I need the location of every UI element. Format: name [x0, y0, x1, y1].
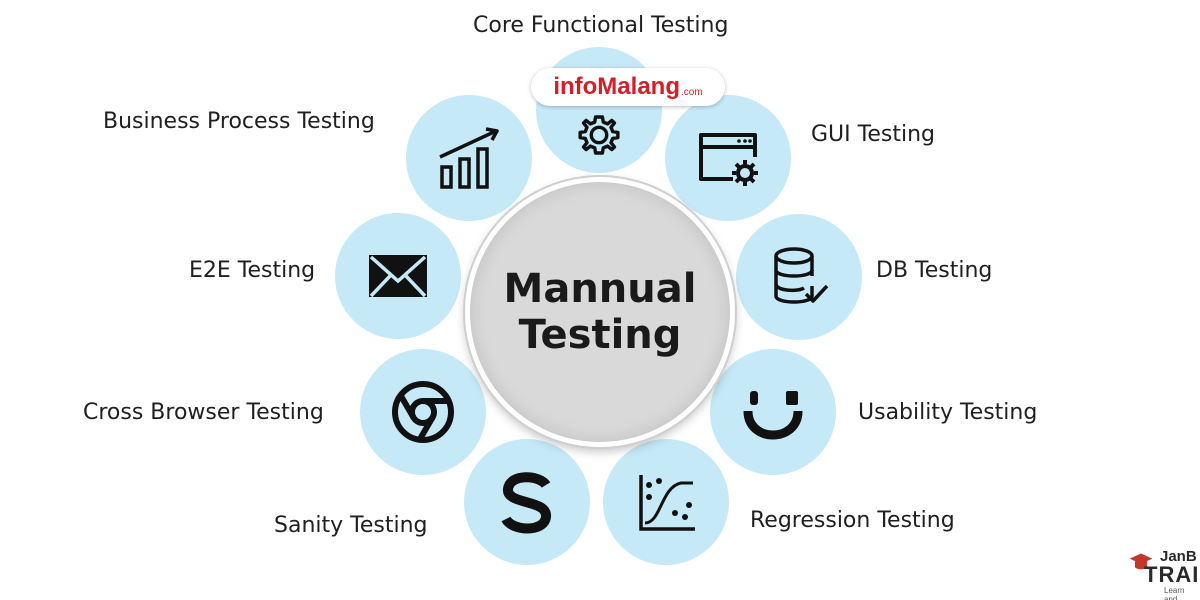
node-gui	[662, 92, 794, 224]
node-core-functional	[533, 44, 665, 176]
node-db	[733, 211, 865, 343]
watermark-domain: .com	[680, 86, 703, 98]
node-cross-browser	[357, 346, 489, 478]
gear-icon	[578, 115, 620, 155]
regression-chart-icon	[639, 475, 695, 531]
letter-s-icon	[501, 472, 551, 534]
node-label-usability: Usability Testing	[858, 400, 1038, 425]
node-label-gui: GUI Testing	[811, 122, 935, 147]
node-label-core-functional: Core Functional Testing	[473, 13, 729, 38]
growth-chart-icon	[439, 127, 499, 189]
graduation-cap-icon	[1129, 553, 1153, 570]
corner-logo: JanB TRAIN Learn and	[1128, 548, 1200, 600]
node-label-business-process: Business Process Testing	[103, 109, 375, 134]
chrome-icon	[392, 381, 454, 443]
node-label-e2e: E2E Testing	[189, 258, 316, 283]
center-hub: Mannual Testing	[465, 177, 735, 447]
node-business-process	[403, 92, 535, 224]
center-title-line2: Testing	[518, 312, 682, 358]
node-label-sanity: Sanity Testing	[274, 513, 428, 538]
watermark-text-red: infoMalang	[553, 73, 680, 100]
smiley-icon	[743, 391, 803, 440]
database-check-icon	[774, 247, 829, 304]
center-title-line1: Mannual	[503, 266, 697, 312]
node-sanity	[461, 436, 593, 568]
node-usability	[707, 346, 839, 478]
corner-logo-line2: TRAIN	[1144, 562, 1200, 587]
node-label-cross-browser: Cross Browser Testing	[83, 400, 324, 425]
node-label-regression: Regression Testing	[750, 508, 955, 533]
node-regression	[600, 436, 732, 568]
watermark-badge: infoMalang .com	[531, 68, 725, 106]
envelope-icon	[369, 255, 427, 298]
node-label-db: DB Testing	[876, 258, 993, 283]
browser-settings-icon	[699, 133, 758, 186]
corner-logo-line3: Learn and	[1164, 586, 1185, 600]
node-e2e	[332, 210, 464, 342]
corner-logo-line1: JanB	[1160, 548, 1197, 565]
